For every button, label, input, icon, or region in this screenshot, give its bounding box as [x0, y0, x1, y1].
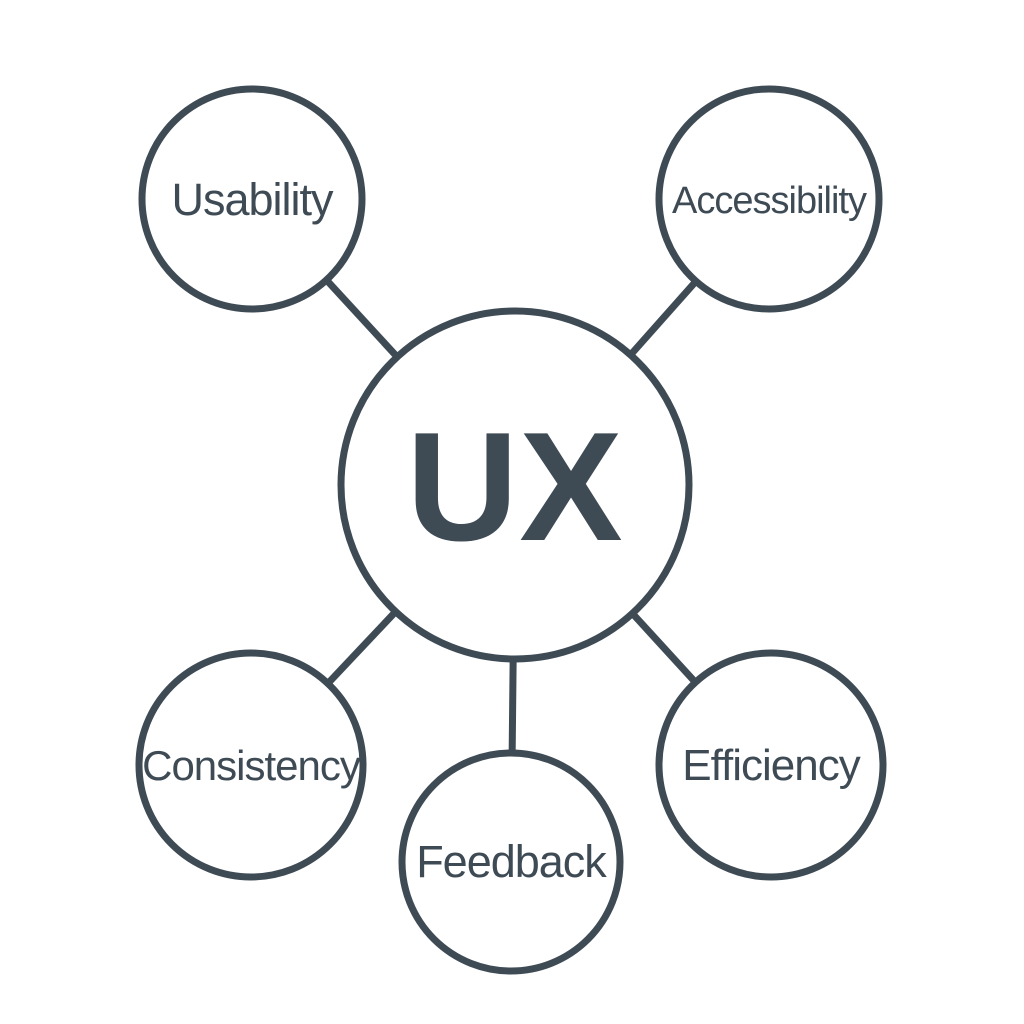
node-circle-usability [138, 85, 366, 313]
node-label-accessibility: Accessibility [672, 180, 867, 222]
node-label-ux-center: UX [406, 400, 623, 573]
node-label-consistency: Consistency [142, 742, 361, 789]
node-label-feedback: Feedback [416, 836, 607, 887]
node-circle-efficiency [655, 649, 887, 881]
node-label-usability: Usability [171, 174, 334, 225]
node-circle-ux-center [337, 307, 693, 663]
node-circle-accessibility [655, 85, 883, 313]
node-circle-feedback [398, 749, 624, 975]
node-label-efficiency: Efficiency [682, 741, 860, 790]
node-circle-consistency [135, 649, 367, 881]
